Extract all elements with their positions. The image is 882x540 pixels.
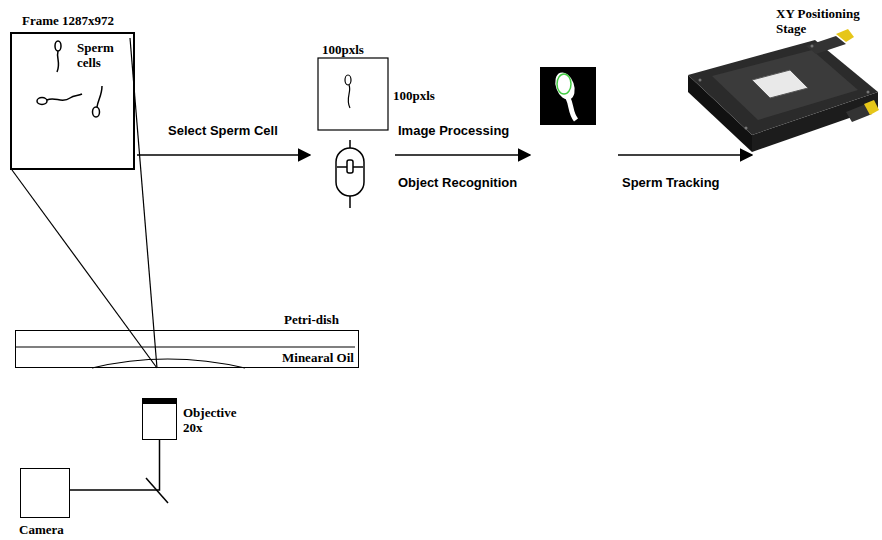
connector (137, 154, 310, 156)
oil-label: Minearal Oil (282, 350, 354, 365)
projection-lines (12, 38, 157, 368)
step-label: Image Processing (398, 123, 509, 138)
stage-label: XY Positioning Stage (776, 6, 882, 36)
size-label: 100pxls (322, 42, 364, 57)
mouse-icon (336, 140, 364, 208)
step-label: Object Recognition (398, 175, 517, 190)
edge-label: Select Sperm Cell (168, 123, 278, 138)
petri-dish-detail (15, 347, 355, 368)
frame-box: Frame 1287x972Sperm cells (10, 32, 135, 170)
cell-label: Sperm cells (77, 40, 114, 70)
objective-box: Objective 20x (142, 398, 177, 440)
frame-heading: Frame 1287x972 (22, 13, 114, 28)
crop-box: 100pxls 100pxls (312, 36, 452, 136)
objective-label: Objective 20x (183, 405, 236, 435)
camera-label: Camera (19, 522, 64, 537)
step-label: Sperm Tracking (622, 175, 720, 190)
xy-stage-picture (688, 29, 879, 152)
process-arrow (395, 154, 752, 156)
crop-square (318, 58, 388, 130)
connector (70, 440, 160, 490)
processed-image (540, 67, 596, 125)
petri-dish-band: Petri-dishMinearal Oil (15, 330, 359, 368)
camera-box: Camera (20, 468, 70, 518)
dish-label: Petri-dish (284, 312, 339, 327)
size-label: 100pxls (393, 88, 435, 103)
